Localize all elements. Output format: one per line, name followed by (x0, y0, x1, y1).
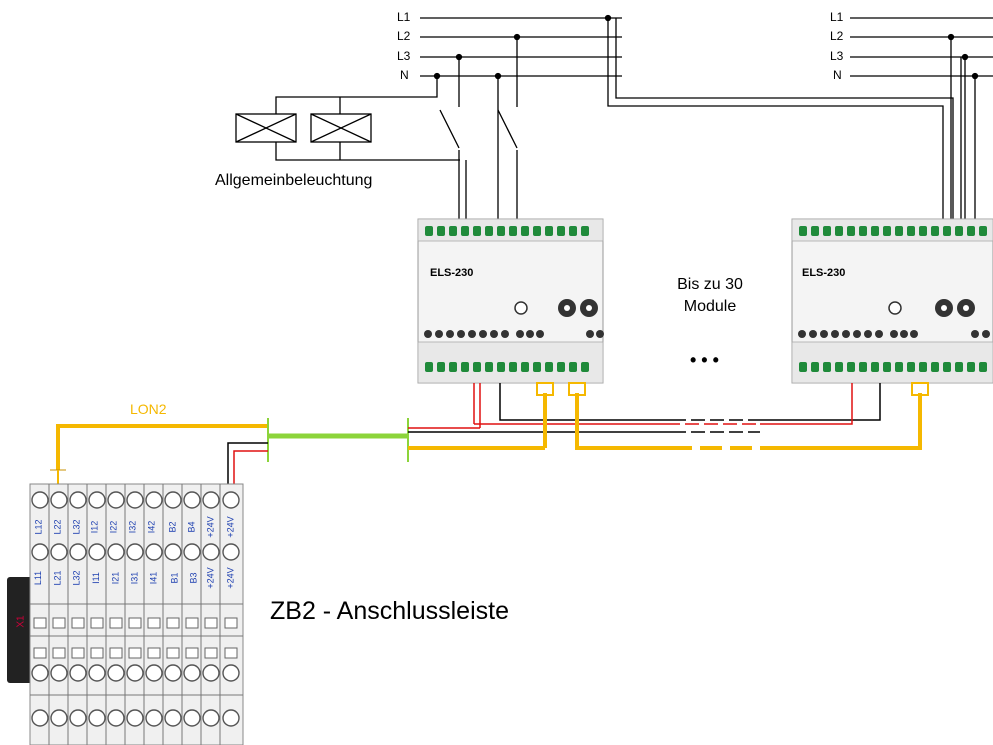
terminal-row-bottom-right (799, 362, 987, 372)
terminal-bottom-label: L21 (52, 570, 63, 586)
terminal-row-top-right (799, 226, 987, 236)
terminal-bottom-labels: L11 L21 L32 I11 I21 I31 I41 B1 B3 +24V +… (30, 566, 243, 594)
terminal-row-top-left (425, 226, 589, 236)
terminal-strip (7, 483, 244, 745)
terminal-top-label: B2 (167, 521, 178, 533)
led-row-right (798, 330, 990, 338)
phase-label-l2-right: L2 (830, 29, 844, 43)
module-left-name: ELS-230 (430, 267, 474, 279)
modules-note-line2: Module (683, 298, 737, 315)
phase-label-l2-left: L2 (397, 29, 411, 43)
phase-label-l3-left: L3 (397, 49, 411, 63)
module-right-name: ELS-230 (802, 267, 846, 279)
terminal-bottom-label: B1 (169, 572, 180, 584)
module-right (791, 218, 993, 384)
terminal-top-label: I22 (108, 520, 119, 534)
lon2-label: LON2 (130, 401, 167, 417)
terminal-top-label: I42 (146, 520, 157, 534)
module-left (417, 218, 604, 384)
modules-note: Bis zu 30 Module (650, 274, 770, 318)
terminal-marker-x1: X1 (15, 615, 27, 628)
terminal-strip-title: ZB2 - Anschlussleiste (270, 597, 509, 625)
terminal-bottom-label: B3 (188, 572, 199, 584)
terminal-top-label: L12 (33, 519, 44, 535)
terminal-bottom-label: +24V (225, 567, 236, 589)
busbars-left (420, 14, 622, 80)
terminal-top-label: +24V (225, 516, 236, 538)
modules-note-line1: Bis zu 30 (677, 276, 743, 293)
terminal-bottom-label: I11 (90, 572, 101, 584)
phase-label-l3-right: L3 (830, 49, 844, 63)
lamp-group (235, 76, 460, 161)
terminal-top-label: L32 (71, 519, 82, 535)
phase-label-n-right: N (833, 68, 842, 82)
terminal-bottom-label: I21 (110, 571, 121, 585)
terminal-top-label: B4 (186, 521, 197, 533)
terminal-top-labels: L12 L22 L32 I12 I22 I32 I42 B2 B4 +24V +… (30, 515, 243, 543)
busbars-right (850, 17, 993, 224)
terminal-bottom-label: I41 (148, 571, 159, 585)
feed-lines-left (439, 18, 954, 224)
terminal-top-label: I32 (127, 520, 138, 534)
phase-label-l1-right: L1 (830, 10, 844, 24)
terminal-top-label: +24V (205, 516, 216, 538)
terminal-bottom-label: L32 (71, 570, 82, 586)
terminal-bottom-label: I31 (129, 571, 140, 585)
terminal-top-label: L22 (52, 519, 63, 535)
phase-label-n-left: N (400, 68, 409, 82)
terminal-row-bottom-left (425, 362, 589, 372)
strip-end-cap (7, 577, 35, 683)
terminal-top-label: I12 (89, 520, 100, 534)
service-button-left (514, 301, 528, 315)
phase-label-l1-left: L1 (397, 10, 411, 24)
service-button-right (888, 301, 902, 315)
terminal-bottom-label: L11 (33, 570, 44, 586)
bus-wiring (50, 382, 929, 498)
terminal-bottom-label: +24V (205, 567, 216, 589)
lighting-label: Allgemeinbeleuchtung (215, 172, 373, 189)
led-row-left (424, 330, 604, 338)
more-modules-ellipsis: • • • (690, 350, 719, 370)
